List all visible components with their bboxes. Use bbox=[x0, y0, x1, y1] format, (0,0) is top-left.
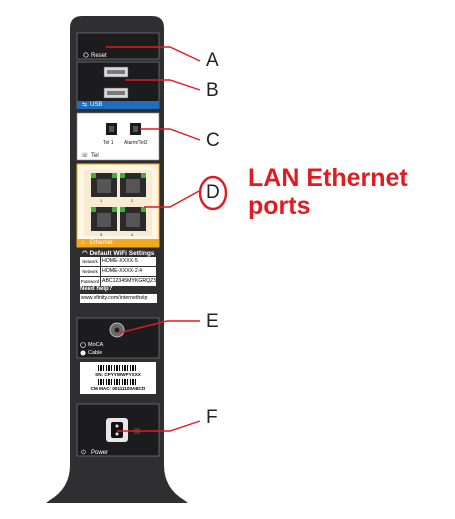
usb-label-icon: ⇆ bbox=[82, 102, 88, 108]
barcode-sn bbox=[98, 365, 138, 371]
wifi-key: Network bbox=[80, 267, 100, 276]
need-help-text: Need help? bbox=[80, 286, 113, 292]
callout-f: F bbox=[206, 407, 218, 428]
ethernet-strip bbox=[77, 239, 159, 247]
callout-d-highlight bbox=[198, 175, 228, 211]
callout-line-b bbox=[125, 79, 201, 91]
moca-radio-icon bbox=[80, 342, 86, 348]
callout-line-c bbox=[140, 128, 201, 141]
callout-line-a bbox=[106, 46, 201, 62]
ethernet-port-number-2: 2 bbox=[131, 198, 134, 203]
callout-line-d bbox=[144, 190, 200, 208]
reset-label: Reset bbox=[91, 53, 107, 59]
ethernet-icon: ⌂ bbox=[81, 240, 85, 246]
cable-radio-icon bbox=[80, 350, 86, 356]
wifi-key: Network bbox=[80, 257, 100, 266]
cm-mac: CM MAC: 00111100ABCD bbox=[90, 386, 146, 391]
power-icon: ⏻ bbox=[81, 450, 86, 456]
wifi-value: ABC12345MYKGRQZS bbox=[101, 277, 156, 286]
callout-a: A bbox=[206, 50, 219, 71]
tel-label: Tel bbox=[91, 153, 99, 159]
wifi-key: Password bbox=[80, 277, 100, 286]
callout-line-e bbox=[118, 320, 200, 334]
ethernet-label: Ethernet bbox=[90, 240, 113, 246]
ethernet-port-number-1: 1 bbox=[100, 198, 103, 203]
ethernet-port-number-3: 3 bbox=[100, 232, 103, 237]
callout-d: D bbox=[206, 182, 220, 203]
usb-label: USB bbox=[90, 102, 103, 108]
tel-port-2-label: Alarm/Tel2 bbox=[124, 140, 148, 146]
wifi-icon: ◠ bbox=[82, 250, 88, 257]
wifi-value: HOME-XXXX-2.4 bbox=[101, 267, 156, 276]
tel-panel bbox=[76, 112, 160, 161]
callout-e: E bbox=[206, 311, 219, 332]
barcode-mac bbox=[98, 379, 138, 385]
reset-icon bbox=[83, 52, 89, 58]
callout-c: C bbox=[206, 130, 220, 151]
serial-number: SN: CPYYWWPYXXX bbox=[95, 372, 141, 377]
serial-label-sticker: SN: CPYYWWPYXXX CM MAC: 00111100ABCD bbox=[80, 362, 156, 394]
lan-ethernet-ports-annotation: LAN Ethernet ports bbox=[248, 164, 408, 220]
moca-label: MoCA bbox=[88, 342, 104, 348]
ethernet-port-number-4: 4 bbox=[131, 232, 134, 237]
callout-b: B bbox=[206, 80, 219, 101]
reset-panel bbox=[76, 32, 160, 60]
phone-icon: ☏ bbox=[81, 153, 89, 159]
wifi-value: HOME-XXXX-5 bbox=[101, 257, 156, 266]
power-label: Power bbox=[91, 450, 109, 456]
wifi-title: ◠ Default WiFi Settings bbox=[82, 250, 155, 257]
callout-line-f bbox=[117, 420, 201, 432]
cable-label: Cable bbox=[88, 350, 103, 356]
help-url: www.xfinity.com/internethelp bbox=[80, 294, 157, 303]
usb-strip bbox=[77, 101, 159, 109]
tel-port-1-label: Tel 1 bbox=[103, 140, 114, 146]
